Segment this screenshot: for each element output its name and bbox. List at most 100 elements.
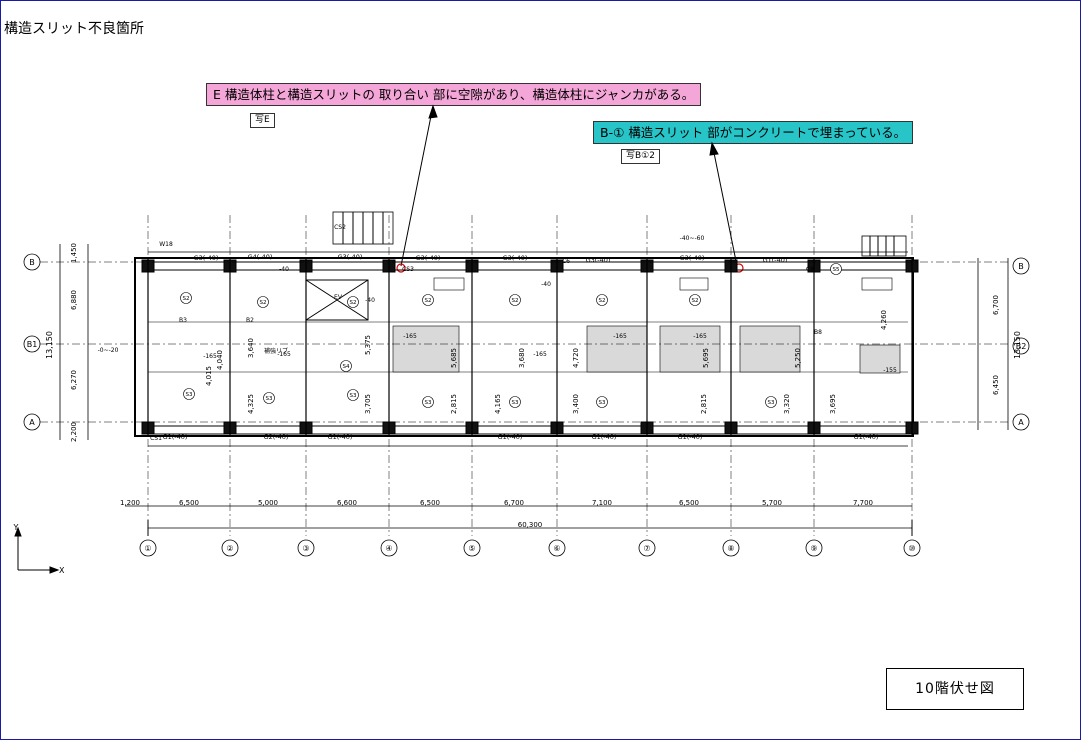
row-bubble-right [1012,337,1030,355]
row-bubble-label-right: B2 [1016,342,1027,351]
room-dim: 5,695 [702,348,710,368]
photo-ref-b1: 写B①2 [621,149,660,164]
span-dim: 6,500 [679,499,699,507]
slab-tag [596,396,608,408]
misc-label: W18 [159,241,173,248]
misc-label: -165 [277,351,291,358]
left-row-dim: 2,200 [70,422,78,442]
slab-tag [509,294,521,306]
slab-tag [596,294,608,306]
beam-label: G2(-40) [264,433,289,441]
misc-label: 補強リブ [264,347,288,355]
leader-line-e [400,105,434,267]
x-axis-label: X [59,566,65,575]
floor-name-label: 10階伏せ図 [886,668,1024,710]
grid-bubble-label: ③ [302,544,309,553]
misc-label: EV [334,294,343,301]
row-bubble-right [1012,413,1030,431]
grid-bubble [903,539,921,557]
span-dim: 6,600 [337,499,357,507]
beam-label: G1(-40) [854,433,879,441]
row-bubble-label: A [29,418,35,427]
span-dim: 1,200 [120,499,140,507]
slab-label: S3 [266,396,273,402]
slab-label: S2 [425,298,432,304]
misc-label: B3 [179,317,187,324]
slab-label: S3 [512,400,519,406]
slab-label: S2 [350,300,357,306]
beam-label: G3(-40) [338,253,363,261]
slab-label: S2 [260,300,267,306]
slab-tag [347,296,359,308]
beam-label: G1(-40) [678,433,703,441]
misc-label: B2 [246,317,254,324]
grid-bubble [805,539,823,557]
misc-label: CS2 [334,224,346,231]
span-dim: 5,000 [258,499,278,507]
defect-note-b1: B-① 構造スリット 部がコンクリートで埋まっている。 [593,121,914,144]
grid-bubble-label: ⑨ [810,544,817,553]
grid-bubble-label: ⑧ [727,544,734,553]
slab-label: S3 [768,400,775,406]
row-bubble-label-right: A [1018,418,1024,427]
slab-label: S2 [512,298,519,304]
misc-label: -165 [203,353,217,360]
left-total-dim: 13,150 [45,331,54,359]
beam-label: G1(-40) [163,433,188,441]
room-dim: 4,325 [247,394,255,414]
row-bubble-label-right: B [1018,262,1024,271]
misc-label: -165 [403,333,417,340]
room-dim: 3,400 [572,394,580,414]
span-dim: 6,700 [504,499,524,507]
room-dim: 4,260 [880,310,888,330]
slab-label: S3 [425,400,432,406]
grid-bubble [638,539,656,557]
grid-bubble [722,539,740,557]
grid-bubble-label: ① [144,544,151,553]
stair-2 [861,235,907,257]
span-dim: 5,700 [762,499,782,507]
slab-tag [347,389,359,401]
room-dim: 3,680 [518,348,526,368]
beam-label: G3(-40) [194,254,219,262]
building-outline [134,257,914,437]
misc-label: C8 [806,266,814,273]
slab-label: S3 [186,392,193,398]
slab-tag [830,263,842,275]
slab-label: S5 [833,267,840,273]
misc-label: CS3 [402,266,414,273]
leader-arrow-e [428,104,438,119]
span-dim: 6,500 [420,499,440,507]
slab-label: S3 [350,393,357,399]
right-total-dim: 13,150 [1013,331,1022,359]
beam-label: G3(-40) [416,254,441,262]
room-dim: 5,375 [364,335,372,355]
room-dim: 4,720 [572,348,580,368]
grid-bubble-label: ④ [385,544,392,553]
slab-tag [263,392,275,404]
slab-tag [257,296,269,308]
grid-bubble-label: ② [226,544,233,553]
beam-label: G4(-40) [248,253,273,261]
misc-label: -165 [613,333,627,340]
grid-bubble [221,539,239,557]
slab-label: S4 [343,364,350,370]
slab-label: S3 [599,400,606,406]
misc-label: C6 [562,258,570,265]
left-row-dim: 6,270 [70,370,78,390]
span-dim: 7,700 [853,499,873,507]
slab-label: S2 [183,296,190,302]
total-dim: 60,300 [518,521,543,529]
room-dim: 2,815 [450,394,458,414]
grid-bubble-label: ⑤ [468,544,475,553]
misc-label: -0~-20 [98,347,119,354]
row-bubble [23,413,41,431]
misc-label: -40 [365,297,375,304]
leader-line-b1 [711,142,738,267]
slab-tag [422,396,434,408]
grid-bubble [380,539,398,557]
row-bubble-label: B1 [27,340,38,349]
misc-label: -40 [541,281,551,288]
misc-label: -40~-60 [680,235,705,242]
